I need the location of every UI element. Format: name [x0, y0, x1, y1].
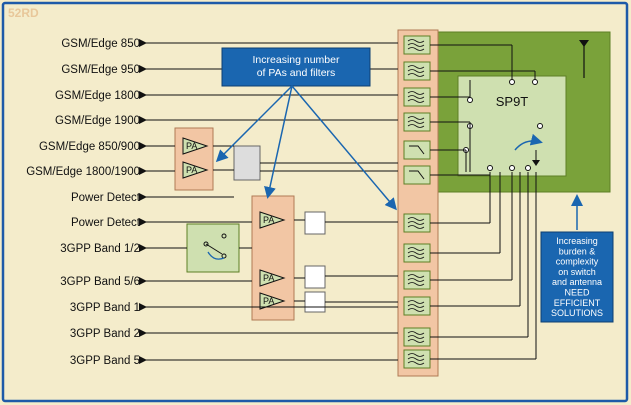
- watermark: 52RD: [8, 6, 39, 20]
- band-label: GSM/Edge 1800/1900: [26, 166, 140, 178]
- band-label: GSM/Edge 850: [61, 38, 140, 50]
- pa-amplifier: PA: [182, 161, 209, 179]
- band-label: 3GPP Band 2: [70, 328, 140, 340]
- filter-icon: [403, 87, 431, 107]
- callout-switch-antenna: [540, 231, 614, 323]
- callout-arrow: [291, 85, 397, 211]
- switch-arrow-icon: [514, 133, 543, 151]
- pa-label: PA: [263, 296, 274, 306]
- filter-icon: [403, 349, 431, 369]
- filter-list: [403, 35, 431, 369]
- band-label: 3GPP Band 1: [70, 302, 140, 314]
- callout-right-line: EFFICIENT: [554, 298, 601, 308]
- filter-icon: [403, 165, 431, 185]
- gsm-pa-module: [174, 127, 214, 191]
- filter-icon: [403, 213, 431, 233]
- pa-amplifier: PA: [259, 211, 286, 229]
- band-label: GSM/Edge 950: [61, 64, 140, 76]
- signal-wires: [139, 39, 537, 364]
- band-label: GSM/Edge 1900: [55, 115, 140, 127]
- callout-right-line: Increasing: [556, 236, 598, 246]
- band-label: GSM/Edge 850/900: [39, 141, 140, 153]
- callout-right-line: on switch: [558, 267, 596, 277]
- filter-icon: [403, 140, 431, 160]
- filter-icon: [403, 35, 431, 55]
- antenna-icon: [579, 40, 589, 47]
- callout-right-line: complexity: [556, 257, 599, 267]
- callout-top-line-1: Increasing number: [253, 54, 340, 66]
- band-switch-arrow-icon: [207, 251, 225, 260]
- callout-pas-filters: [221, 47, 371, 87]
- pa-label: PA: [263, 273, 274, 283]
- band-label: Power Detect: [71, 217, 141, 229]
- callout-right-line: SOLUTIONS: [551, 308, 603, 318]
- filter-bank: [397, 29, 439, 377]
- callout-arrow: [264, 85, 293, 199]
- filter-icon: [403, 243, 431, 263]
- filter-icon: [403, 327, 431, 347]
- switch-contact: [537, 123, 543, 129]
- switch-contact: [532, 79, 538, 85]
- switch-contact: [525, 165, 531, 171]
- switch-contact: [509, 79, 515, 85]
- filter-icon: [403, 112, 431, 132]
- sp9t-label: SP9T: [496, 94, 529, 109]
- filter-icon: [403, 296, 431, 316]
- band-label: Power Detect: [71, 192, 141, 204]
- pa-amplifier: PA: [259, 292, 286, 310]
- coupler-2: [304, 265, 326, 289]
- band-label: 3GPP Band 5/6: [60, 276, 140, 288]
- power-amplifiers: PA PA PA PA PA: [182, 137, 286, 310]
- pa-label: PA: [263, 215, 274, 225]
- callout-right-line: and antenna: [552, 277, 602, 287]
- switch-contact: [487, 165, 493, 171]
- pa-amplifier: PA: [259, 269, 286, 287]
- callout-right-line: burden &: [559, 246, 596, 256]
- pa-label: PA: [186, 165, 197, 175]
- band-label: 3GPP Band 1/2: [60, 243, 140, 255]
- switch-contact: [467, 97, 473, 103]
- filter-icon: [403, 61, 431, 81]
- callout-top-line-2: of PAs and filters: [257, 67, 336, 79]
- pa-amplifier: PA: [182, 137, 209, 155]
- band-label: GSM/Edge 1800: [55, 90, 140, 102]
- filter-icon: [403, 270, 431, 290]
- switch-contacts: [463, 79, 543, 171]
- switch-common-arrow-icon: [532, 160, 540, 166]
- band-label: 3GPP Band 5: [70, 355, 140, 367]
- callout-right-line: NEED: [564, 288, 590, 298]
- pa-label: PA: [186, 141, 197, 151]
- gsm-coupler: [233, 145, 261, 181]
- coupler-1: [304, 211, 326, 235]
- coupler-3: [304, 291, 326, 313]
- sp9t-switch: [457, 75, 567, 177]
- callout-top-arrows: [215, 85, 397, 211]
- callout-arrow: [215, 85, 293, 163]
- switch-contact: [509, 165, 515, 171]
